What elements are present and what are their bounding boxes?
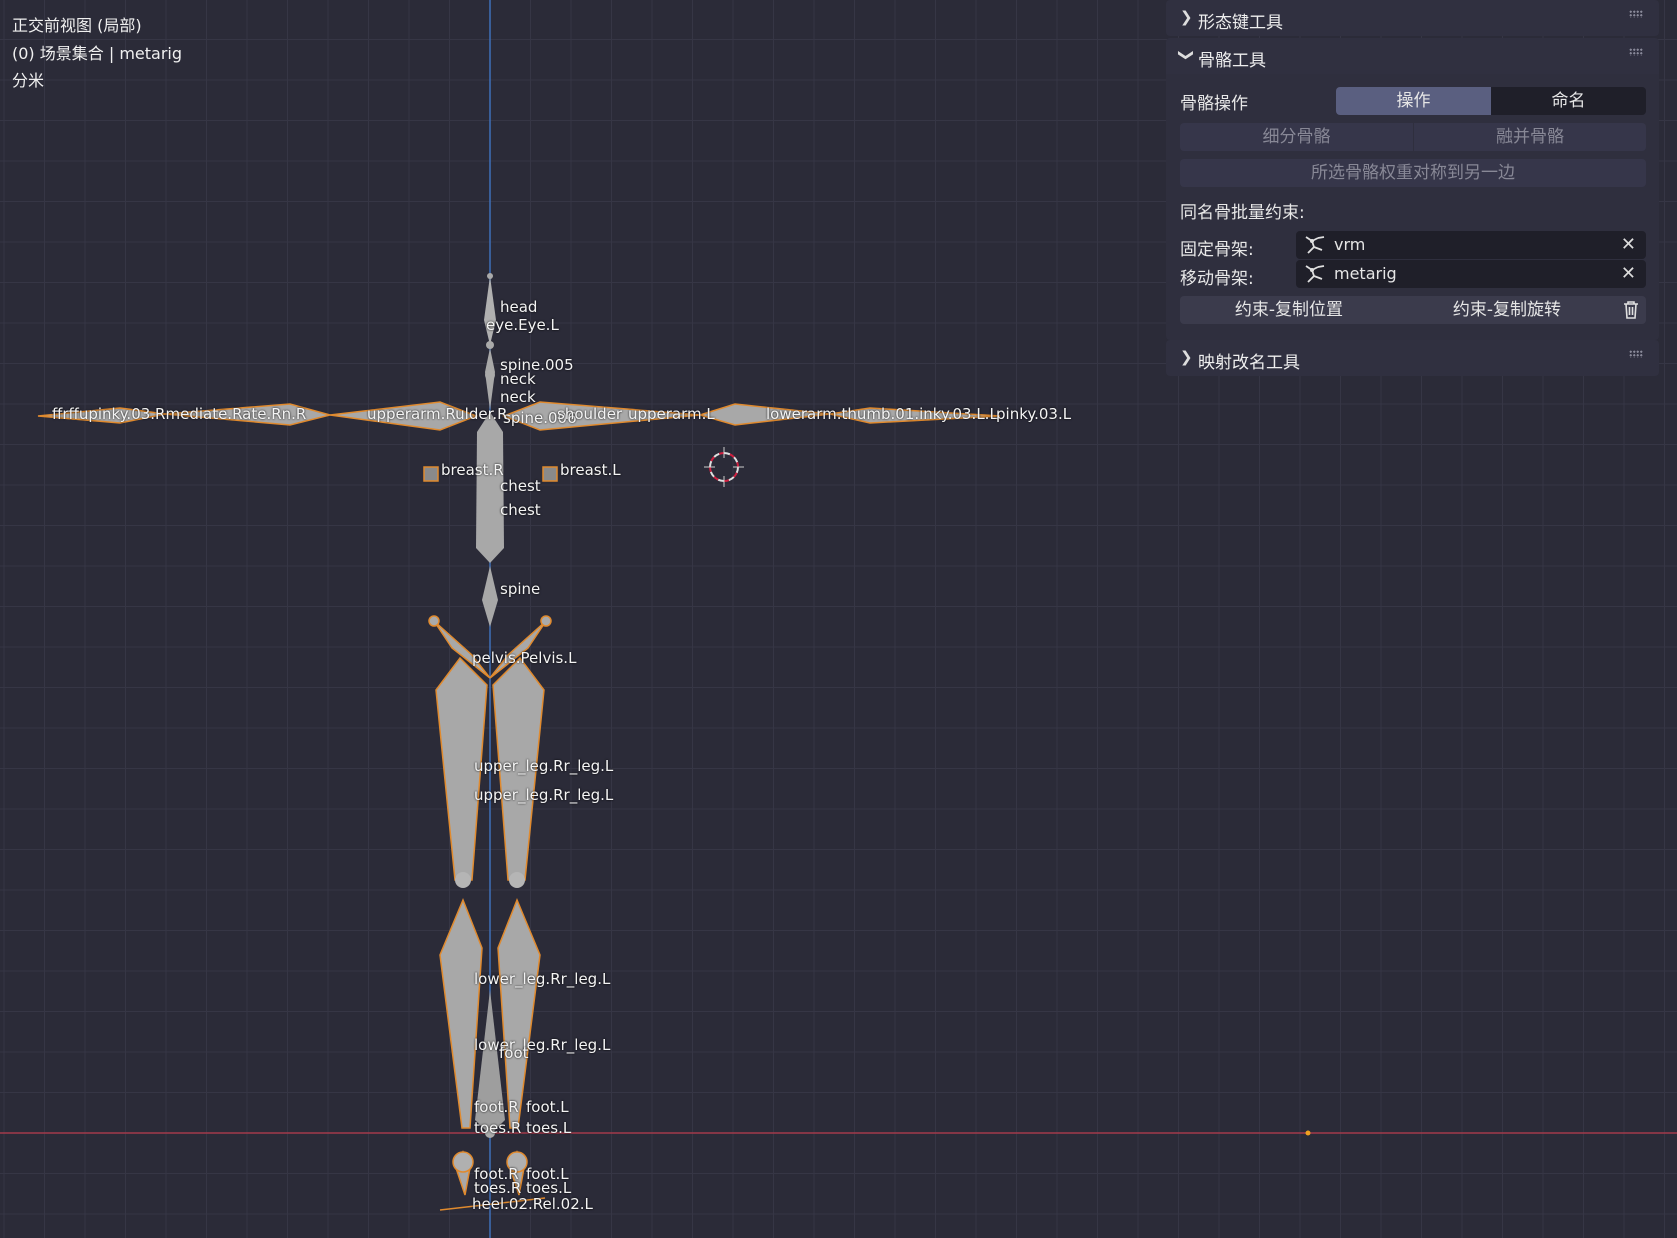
- subdivide-bone-button[interactable]: 细分骨骼: [1180, 123, 1413, 151]
- joint-ankle-l[interactable]: [506, 1151, 528, 1173]
- chevron-right-icon: ❯: [1180, 348, 1193, 366]
- armature-icon: [1305, 236, 1325, 254]
- bone-chest[interactable]: [476, 412, 504, 563]
- trash-icon: [1624, 301, 1638, 319]
- bone-label: neck: [500, 370, 536, 388]
- drag-grip-icon[interactable]: [1629, 48, 1643, 56]
- bone-label: pelvis.Pelvis.L: [472, 649, 577, 667]
- bone-label: chest: [500, 501, 541, 519]
- bone-label: upperarm.Rulder.R: [367, 405, 508, 423]
- panel-title: 映射改名工具: [1198, 353, 1300, 373]
- bone-label: foot: [499, 1044, 529, 1062]
- moving-rig-field[interactable]: metarig ✕: [1296, 260, 1646, 288]
- bone-lowerleg-l[interactable]: [497, 898, 541, 1129]
- bone-label: foot.R: [474, 1165, 519, 1183]
- drag-grip-icon[interactable]: [1629, 350, 1643, 358]
- delete-constraints-button[interactable]: [1616, 296, 1646, 324]
- origin-point: [1305, 1130, 1311, 1136]
- bone-label: spine: [500, 580, 541, 598]
- joint-spine005[interactable]: [485, 370, 495, 380]
- bone-label: toes.L: [526, 1119, 572, 1137]
- drag-grip-icon[interactable]: [1629, 10, 1643, 18]
- chevron-down-icon: ❯: [1177, 48, 1196, 62]
- joint-pelvis-l[interactable]: [540, 615, 552, 627]
- merge-bone-button[interactable]: 融并骨骼: [1414, 123, 1646, 151]
- joint-ankle-r[interactable]: [452, 1151, 474, 1173]
- grid-units: 分米: [12, 71, 45, 90]
- bone-ops-label: 骨骼操作: [1180, 94, 1248, 114]
- bone-label: pinky.03.L: [996, 405, 1072, 423]
- bone-breast-r[interactable]: [423, 466, 439, 482]
- batch-constraint-label: 同名骨批量约束:: [1180, 203, 1305, 223]
- panel-mapping-rename-tools[interactable]: ❯ 映射改名工具: [1166, 340, 1659, 376]
- panel-title: 骨骼工具: [1198, 51, 1266, 71]
- tab-rename[interactable]: 命名: [1491, 87, 1646, 115]
- bone-label: shoulder: [557, 405, 623, 423]
- joint-head-tip[interactable]: [487, 273, 493, 279]
- bone-heel[interactable]: [439, 1197, 546, 1211]
- bone-label: heel.02.Rel.02.L: [472, 1195, 593, 1213]
- chevron-right-icon: ❯: [1180, 8, 1193, 26]
- bone-label: chest: [500, 477, 541, 495]
- bone-label: foot.R: [474, 1098, 519, 1116]
- bone-label: neck: [500, 388, 536, 406]
- panel-title: 形态键工具: [1198, 13, 1283, 33]
- bone-hand-r[interactable]: [37, 407, 166, 424]
- joint-root[interactable]: [485, 1128, 495, 1138]
- moving-rig-label: 移动骨架:: [1180, 269, 1254, 289]
- bone-breast-l[interactable]: [542, 466, 558, 482]
- moving-rig-value: metarig: [1334, 264, 1397, 283]
- close-icon[interactable]: ✕: [1620, 234, 1636, 255]
- bone-label: lowerarm.thumb.01.inky.03.L.L: [766, 405, 998, 423]
- fixed-rig-field[interactable]: vrm ✕: [1296, 231, 1646, 259]
- bone-label: toes.L: [526, 1179, 572, 1197]
- joint-neck[interactable]: [486, 341, 494, 349]
- panel-shape-key-tools[interactable]: ❯ 形态键工具: [1166, 0, 1659, 36]
- view-name: 正交前视图 (局部): [12, 16, 142, 35]
- bone-label: toes.R: [474, 1179, 522, 1197]
- bone-label: upper_leg.Rr_leg.L: [474, 757, 614, 775]
- panel-bone-tools[interactable]: ❯ 骨骼工具: [1166, 38, 1659, 74]
- bone-tools-body: 骨骼操作 操作 命名 细分骨骼 融并骨骼 所选骨骼权重对称到另一边 同名骨批量约…: [1166, 74, 1659, 340]
- bone-hand-l[interactable]: [829, 407, 1001, 424]
- bone-label: ffrffupinky.03.Rmediate.Rate.Rn.R: [52, 405, 307, 423]
- bone-head[interactable]: [484, 276, 496, 345]
- bone-label: upperarm.L: [628, 405, 715, 423]
- joint-pelvis-r[interactable]: [428, 615, 440, 627]
- bone-spine[interactable]: [482, 566, 498, 627]
- copy-location-button[interactable]: 约束-复制位置: [1180, 296, 1398, 324]
- bone-label: eye.Eye.L: [486, 316, 559, 334]
- bone-label: foot.L: [526, 1098, 569, 1116]
- fixed-rig-label: 固定骨架:: [1180, 240, 1254, 260]
- bone-label: breast.L: [560, 461, 621, 479]
- bone-label: lower_leg.Rr_leg.L: [474, 970, 611, 988]
- copy-rotation-button[interactable]: 约束-复制旋转: [1398, 296, 1616, 324]
- bone-label: spine.005: [500, 356, 574, 374]
- bone-foot-center[interactable]: [475, 990, 505, 1135]
- joint-knee-r[interactable]: [455, 872, 471, 888]
- joint-knee-l[interactable]: [509, 872, 525, 888]
- 3d-cursor-icon[interactable]: [704, 447, 744, 487]
- bone-label: breast.R: [441, 461, 504, 479]
- bone-label: foot.L: [526, 1165, 569, 1183]
- close-icon[interactable]: ✕: [1620, 263, 1636, 284]
- fixed-rig-value: vrm: [1334, 235, 1366, 254]
- bone-label: spine.006: [503, 409, 577, 427]
- bone-label: lower_leg.Rr_leg.L: [474, 1036, 611, 1054]
- mirror-weights-button[interactable]: 所选骨骼权重对称到另一边: [1180, 159, 1646, 187]
- armature[interactable]: [37, 273, 1001, 1211]
- bone-lowerleg-r[interactable]: [439, 898, 483, 1129]
- armature-icon: [1305, 265, 1325, 283]
- bone-label: upper_leg.Rr_leg.L: [474, 786, 614, 804]
- tab-operate[interactable]: 操作: [1336, 87, 1491, 115]
- collection-info: (0) 场景集合 | metarig: [12, 44, 183, 63]
- bone-label: head: [500, 298, 538, 316]
- bone-label: toes.R: [474, 1119, 522, 1137]
